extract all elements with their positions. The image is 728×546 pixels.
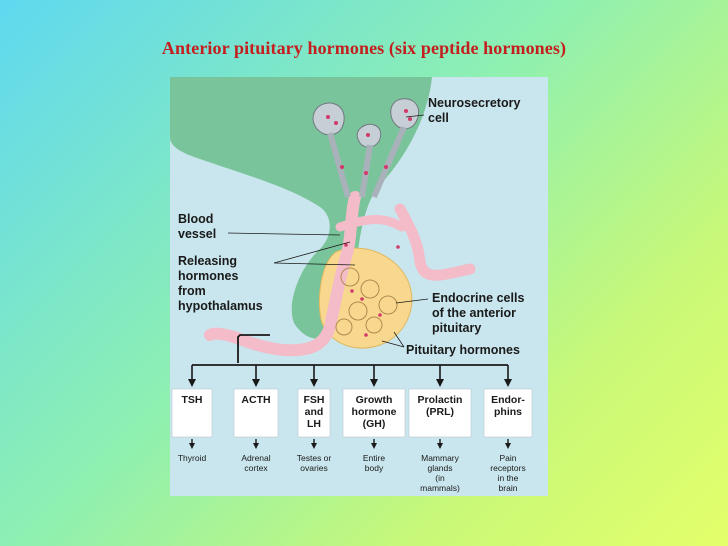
hormone-box [342, 388, 406, 438]
arrowhead [188, 379, 196, 387]
pointer-lines [227, 114, 429, 348]
label-pituitary-hormones: Pituitary hormones [406, 343, 520, 357]
label-blood-vessel: Blood vessel [178, 212, 217, 241]
arrowhead [310, 379, 318, 387]
hormone-name: Endor- [491, 394, 525, 406]
target-organ: Testes or [297, 453, 332, 463]
diagram-svg: Neurosecretory cell Blood vessel Releasi… [170, 77, 533, 493]
arrowhead [311, 443, 317, 449]
arrowhead [437, 443, 443, 449]
hormone-box [233, 388, 279, 438]
hormone-name: and [305, 406, 324, 418]
hormone-box [297, 388, 331, 438]
hormone-name: ACTH [241, 394, 270, 406]
label-releasing-hormones: Releasing hormones from hypothalamus [178, 254, 263, 313]
vessel-capillary [335, 215, 407, 232]
arrowhead [436, 379, 444, 387]
hormone-name: Prolactin [418, 394, 463, 406]
arrowhead [505, 443, 511, 449]
target-organ: Entire [363, 453, 385, 463]
slide-title: Anterior pituitary hormones (six peptide… [161, 38, 567, 58]
label-endocrine-cells: Endocrine cells of the anterior pituitar… [432, 291, 528, 335]
hormone-name: FSH [304, 394, 325, 406]
hormone-name: phins [494, 406, 522, 418]
endocrine-cells [335, 267, 398, 336]
target-organ: in the [498, 473, 519, 483]
portal-vessel-right [394, 203, 476, 281]
hormone-box [171, 388, 213, 438]
arrowhead [189, 443, 195, 449]
target-organ: body [365, 463, 384, 473]
target-organ: cortex [244, 463, 268, 473]
hormone-name: hormone [352, 406, 397, 418]
target-organ: Adrenal [241, 453, 270, 463]
hormone-box [483, 388, 533, 438]
target-organ: glands [427, 463, 452, 473]
target-organ: receptors [490, 463, 525, 473]
hormone-name: Growth [356, 394, 393, 406]
arrowhead [252, 379, 260, 387]
pituitary-diagram: Neurosecretory cell Blood vessel Releasi… [170, 77, 548, 496]
hormone-name: LH [307, 418, 321, 430]
hormone-name: (GH) [363, 418, 386, 430]
arrowhead [371, 443, 377, 449]
hormone-name: (PRL) [426, 406, 454, 418]
arrowhead [370, 379, 378, 387]
neurosecretory-cells [312, 98, 420, 199]
arrowhead [253, 443, 259, 449]
hormone-box [408, 388, 472, 438]
target-organ: Mammary [421, 453, 460, 463]
target-organ: mammals) [420, 483, 460, 493]
trunk-line [237, 334, 270, 363]
target-organ: Pain [499, 453, 516, 463]
arrowhead [504, 379, 512, 387]
target-organ: brain [499, 483, 518, 493]
target-organ: (in [435, 473, 445, 483]
label-neurosecretory: Neurosecretory cell [428, 96, 524, 125]
hormone-dots [344, 243, 400, 337]
target-organ: ovaries [300, 463, 327, 473]
target-organ: Thyroid [178, 453, 207, 463]
hormone-name: TSH [182, 394, 203, 406]
